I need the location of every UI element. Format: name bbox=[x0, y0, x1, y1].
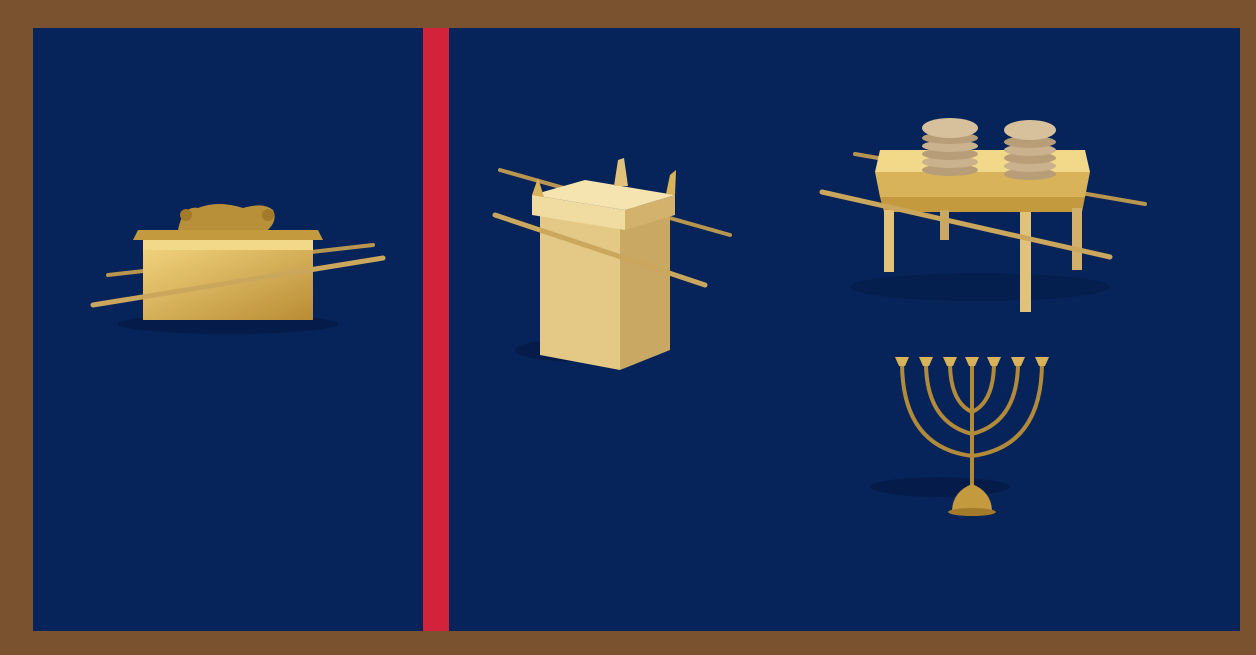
table-of-showbread-icon bbox=[820, 112, 1150, 322]
golden-lampstand-icon bbox=[840, 352, 1060, 517]
showbread-stack-right bbox=[1004, 120, 1056, 180]
veil-divider bbox=[423, 28, 449, 631]
ark-of-the-covenant-icon bbox=[68, 190, 388, 340]
altar-of-incense-icon bbox=[490, 150, 740, 375]
showbread-stack-left bbox=[922, 118, 978, 176]
